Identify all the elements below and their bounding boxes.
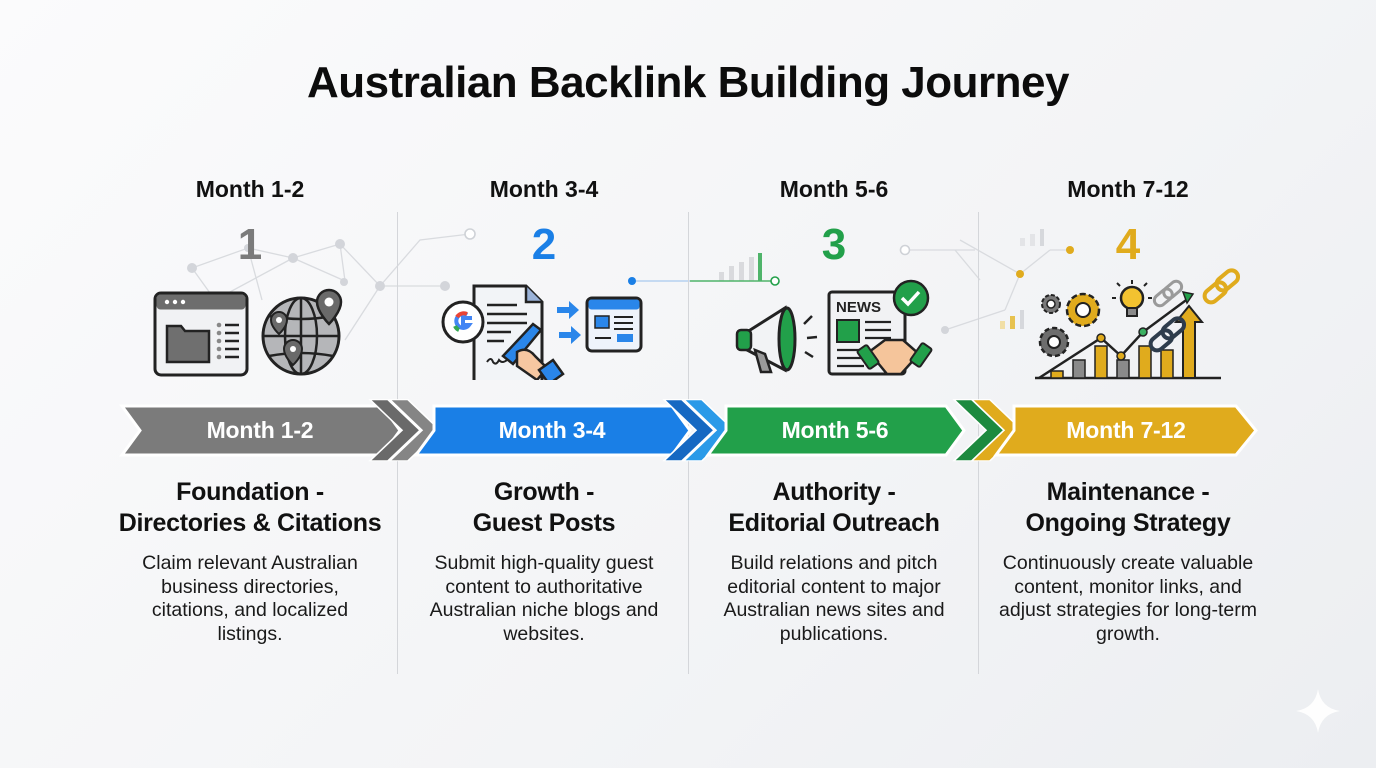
phase-heading-line: Editorial Outreach — [728, 509, 940, 537]
phase-heading-line: Maintenance - — [1046, 478, 1210, 506]
timeline-banner-phase-4: Month 7-12 — [993, 403, 1264, 458]
phase-1-illustration — [153, 288, 343, 377]
phase-heading: Maintenance - Ongoing Strategy — [983, 477, 1273, 539]
megaphone-icon — [735, 305, 818, 374]
phase-heading: Foundation - Directories & Citations — [105, 477, 395, 539]
gears-icon — [1038, 292, 1101, 358]
phase-number: 1 — [237, 220, 263, 269]
lightbulb-icon — [1112, 280, 1152, 317]
phase-heading: Growth - Guest Posts — [399, 477, 689, 539]
phase-month-label: Month 7-12 — [1067, 176, 1189, 202]
banner-shape — [119, 399, 442, 462]
chevron-right-icon — [970, 399, 1024, 462]
page-title: Australian Backlink Building Journey — [307, 58, 1069, 107]
chevron-right-icon — [388, 399, 442, 462]
banner-label: Month 3-4 — [498, 417, 606, 443]
phase-heading-line: Authority - — [772, 478, 896, 506]
phase-heading: Authority - Editorial Outreach — [689, 477, 979, 539]
banner-shape — [413, 399, 736, 462]
phase-heading-line: Directories & Citations — [118, 509, 382, 537]
timeline-banner-phase-2: Month 3-4 — [413, 399, 736, 462]
chevron-right-icon — [662, 399, 716, 462]
timeline-banner-phase-1: Month 1-2 — [119, 399, 442, 462]
verified-badge-icon — [892, 279, 930, 317]
chain-link-icon — [1148, 268, 1241, 353]
phase-number: 3 — [821, 220, 847, 269]
document-pen-hand-icon — [472, 284, 565, 380]
chevron-right-icon — [682, 399, 736, 462]
phase-heading-line: Growth - — [493, 478, 595, 506]
phase-3-illustration: NEWS — [735, 279, 933, 376]
phase-month-label: Month 5-6 — [779, 176, 889, 202]
phase-number: 4 — [1115, 220, 1141, 269]
phase-month-label: Month 1-2 — [195, 176, 305, 202]
chevron-right-icon — [368, 399, 422, 462]
newspaper-label: NEWS — [836, 299, 881, 316]
growth-chart-icon — [1035, 291, 1221, 380]
globe-location-pins-icon — [261, 288, 343, 376]
banner-label: Month 5-6 — [781, 417, 889, 443]
banner-label: Month 1-2 — [206, 417, 314, 443]
sparkle-icon — [1296, 689, 1340, 733]
phase-4-illustration — [1035, 268, 1241, 380]
timeline-banner-phase-3: Month 5-6 — [705, 399, 1024, 462]
phase-description: Claim relevant Australian business direc… — [142, 552, 358, 645]
google-logo-icon — [441, 300, 485, 344]
phase-heading-line: Foundation - — [176, 478, 324, 506]
arrow-right-icon — [557, 301, 581, 344]
phase-month-label: Month 3-4 — [489, 176, 599, 202]
website-layout-icon — [585, 296, 643, 353]
phase-2-illustration — [441, 284, 643, 380]
handshake-icon — [856, 338, 933, 376]
phase-description: Submit high-quality guest content to aut… — [429, 552, 659, 645]
banner-shape — [705, 399, 1024, 462]
banner-shape — [993, 404, 1258, 457]
phase-heading-line: Guest Posts — [472, 509, 616, 537]
phase-heading-line: Ongoing Strategy — [1025, 509, 1231, 537]
phase-description: Continuously create valuable content, mo… — [999, 552, 1257, 645]
banner-label: Month 7-12 — [1066, 417, 1186, 443]
browser-folder-list-icon — [153, 291, 249, 377]
phase-number: 2 — [531, 220, 557, 269]
phase-description: Build relations and pitch editorial cont… — [723, 552, 945, 645]
